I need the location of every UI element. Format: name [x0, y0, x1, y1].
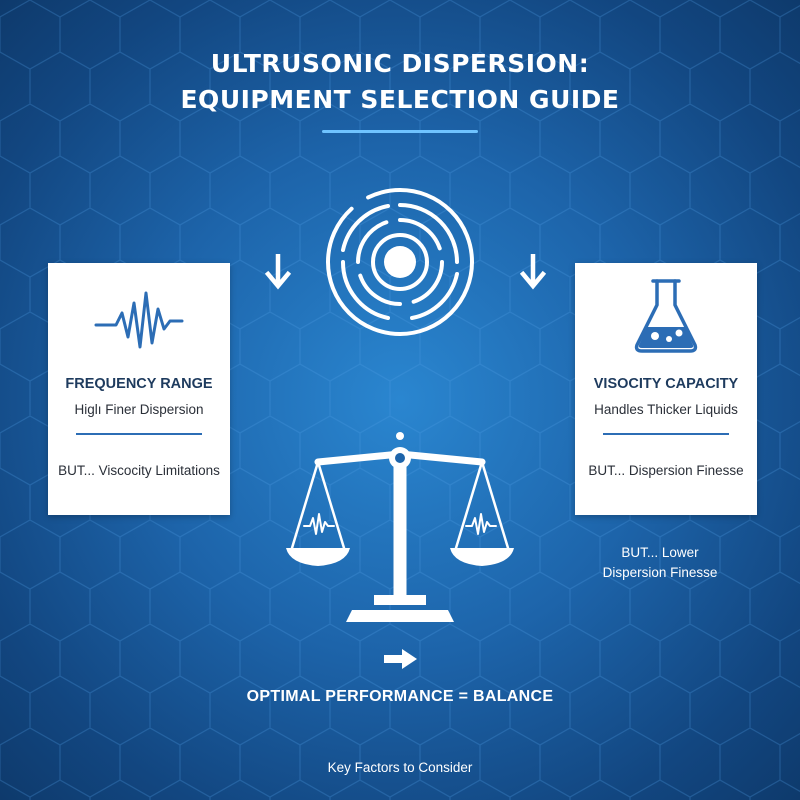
frequency-range-card: FREQUENCY RANGE Higlı Finer Dispersion B…: [48, 263, 230, 515]
card-heading: VISOCITY CAPACITY: [593, 376, 739, 392]
card-divider: [76, 433, 202, 435]
card-note: BUT... Viscocity Limitations: [58, 463, 220, 478]
result-statement: OPTIMAL PERFORMANCE = BALANCE: [246, 688, 554, 705]
card-heading: FREQUENCY RANGE: [65, 376, 213, 392]
side-note: BUT... Lower Dispersion Finesse: [602, 545, 718, 580]
sound-wave-icon: [326, 188, 474, 336]
balance-scale-icon: [286, 432, 514, 622]
footer-text: Key Factors to Consider: [327, 760, 473, 775]
waveform-icon: [94, 291, 184, 349]
title-line-2: EQUIPMENT SELECTION GUIDE: [180, 85, 620, 114]
flask-icon: [634, 279, 698, 353]
arrow-down-icon: [265, 254, 291, 290]
card-note: BUT... Dispersion Finesse: [588, 463, 744, 478]
card-subtitle: Handles Thicker Liquids: [594, 402, 738, 417]
arrow-down-icon: [520, 254, 546, 290]
page-title: ULTRUSONIC DISPERSION: EQUIPMENT SELECTI…: [0, 46, 800, 118]
card-subtitle: Higlı Finer Dispersion: [74, 402, 204, 417]
arrow-right-icon: [384, 649, 417, 669]
viscosity-capacity-card: VISOCITY CAPACITY Handles Thicker Liquid…: [575, 263, 757, 515]
title-underline: [322, 130, 478, 133]
card-divider: [603, 433, 729, 435]
title-line-1: ULTRUSONIC DISPERSION:: [210, 49, 590, 78]
